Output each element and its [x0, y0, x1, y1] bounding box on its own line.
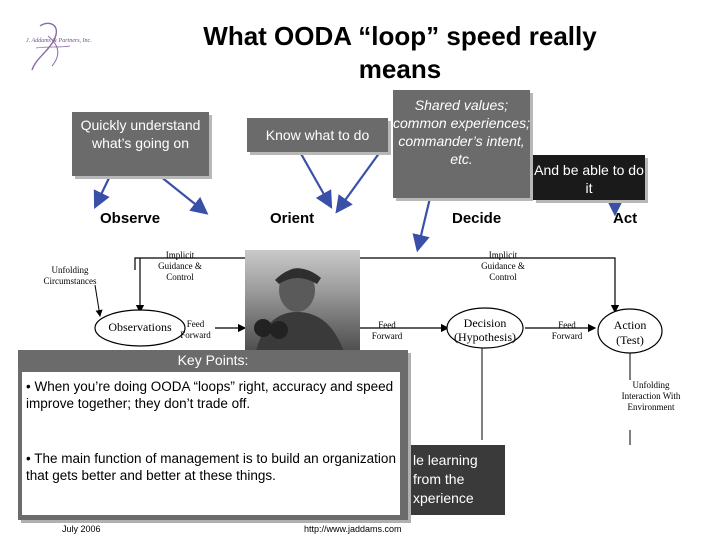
- phase-observe: Observe: [100, 210, 161, 227]
- implicit-guidance-left-label: Implicit Guidance & Control: [158, 250, 202, 282]
- action-label: Action (Test): [613, 318, 647, 347]
- action-node: [597, 308, 663, 354]
- callout-able: And be able to do it: [533, 155, 645, 200]
- logo: [18, 18, 118, 78]
- decision-node: [446, 307, 524, 349]
- learning-box: le learning from the xperience: [405, 445, 505, 515]
- phase-orient: Orient: [270, 210, 315, 227]
- observations-label: Observations: [108, 320, 172, 334]
- footer-url[interactable]: http://www.jaddams.com: [304, 524, 402, 534]
- key-points-heading: Key Points:: [177, 352, 249, 368]
- feed-forward-1-label: Feed Forward: [180, 319, 211, 340]
- callout-know: Know what to do: [247, 118, 388, 152]
- unfolding-interaction-label: Unfolding Interaction With Environment: [621, 380, 681, 412]
- key-points-box: Key Points: • When you’re doing OODA “lo…: [18, 350, 408, 520]
- callout-understand: Quickly understand what’s going on: [72, 112, 209, 176]
- feed-forward-2-label: Feed Forward: [371, 320, 403, 341]
- guidance-line: [134, 257, 620, 314]
- logo-text: J. Addams & Partners, Inc.: [26, 38, 92, 44]
- key-point-1: • When you’re doing OODA “loops” right, …: [26, 379, 394, 411]
- key-points-body: • When you’re doing OODA “loops” right, …: [22, 372, 400, 515]
- decision-label: Decision (Hypothesis): [454, 316, 516, 344]
- arrow-understand-observe: [93, 175, 111, 209]
- unfolding-circumstances-label: Unfolding Circumstances: [43, 265, 97, 286]
- arrow-know-orient: [299, 151, 333, 209]
- feed-forward-3-label: Feed Forward: [551, 320, 583, 341]
- implicit-guidance-right-label: Implicit Guidance & Control: [481, 250, 525, 282]
- phase-act: Act: [613, 210, 638, 227]
- phase-decide: Decide: [452, 210, 502, 227]
- slide-title: What OODA “loop” speed really means: [203, 21, 597, 84]
- key-point-2: • The main function of management is to …: [26, 451, 396, 483]
- observations-node: [94, 309, 186, 347]
- arrow-know-orient-2: [335, 151, 381, 214]
- learning-box-text: le learning from the xperience: [413, 452, 478, 506]
- commander-photo: [245, 250, 360, 355]
- arrow-shared-guidance: [412, 197, 432, 253]
- footer-date: July 2006: [62, 524, 101, 534]
- arrow-understand-orient: [159, 175, 209, 215]
- callout-shared: Shared values; common experiences; comma…: [393, 90, 530, 198]
